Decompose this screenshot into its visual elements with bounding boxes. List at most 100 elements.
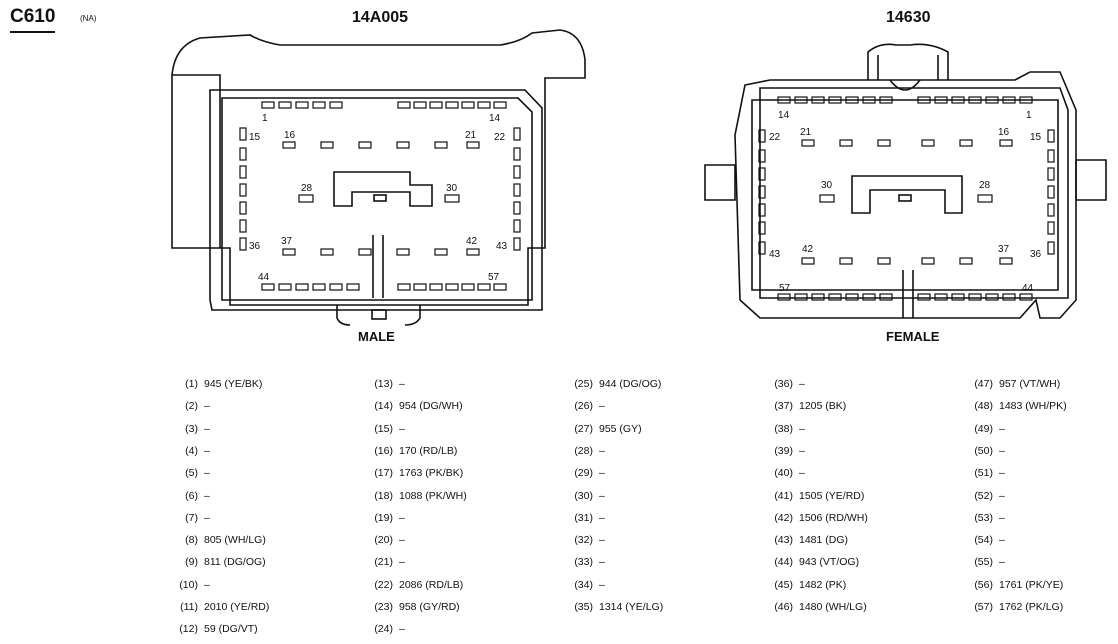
pin-cavity [794,96,808,104]
pin-circuit: – [204,422,210,435]
pin-circuit: 958 (GY/RD) [399,601,460,613]
pin-number: (11) [180,601,198,613]
pin-number: (51) [974,467,993,480]
pin-row: (10)– [170,579,210,591]
pin-cavity [434,248,448,256]
pin-circuit: – [204,467,210,480]
pin-row: (34)– [565,579,605,591]
pin-circuit: – [204,578,210,591]
pin-cavity [959,139,973,147]
connector-diagram: 1 14 15 16 21 22 28 30 36 37 42 43 44 57… [171,29,1107,344]
pin-circuit: – [399,378,405,390]
pin-row: (43)1481 (DG) [765,534,848,546]
pin-circuit: 1205 (BK) [799,400,847,413]
pin-cavity [879,96,893,104]
pin-number: (10) [179,578,198,591]
pin-cavity [461,101,475,109]
pin-cavity [513,237,521,251]
pin-cavity [951,293,965,301]
pin-cavity [917,293,931,301]
pin-cavity [1047,241,1055,255]
pin-row: (47)957 (VT/WH) [965,378,1060,390]
pin-number: (7) [185,511,198,524]
pin-cavity [429,283,443,291]
pin-circuit: – [204,444,210,457]
pin-cavity [845,96,859,104]
right-pin-label: 21 [800,127,812,138]
pin-number: (23) [374,601,393,613]
pin-cavity [968,96,982,104]
pin-cavity [877,139,891,147]
pin-number: (8) [185,534,198,547]
pin-cavity [801,139,815,147]
pin-row: (55)– [965,556,1005,568]
pin-number: (55) [974,556,993,569]
pin-row: (11)2010 (YE/RD) [170,601,269,613]
right-pin-label: 1 [1026,110,1032,121]
pin-number: (41) [774,489,793,502]
pin-row: (16)170 (RD/LB) [365,445,457,457]
pin-circuit: 945 (YE/BK) [204,378,263,390]
pin-row: (42)1506 (RD/WH) [765,512,868,524]
pin-cavity [999,257,1013,265]
pin-circuit: – [399,422,405,435]
pin-circuit: – [599,578,605,591]
right-pin-label: 22 [769,132,781,143]
pin-circuit: – [399,556,405,569]
pin-row: (8)805 (WH/LG) [170,534,266,546]
left-pin-label: 43 [496,241,508,252]
pin-cavity [320,248,334,256]
pin-cavity [261,101,275,109]
pin-circuit: – [999,534,1005,547]
pin-cavity [811,96,825,104]
pin-circuit: 1762 (PK/LG) [999,601,1064,613]
pin-number: (39) [774,444,793,457]
left-pin-label: 30 [446,183,458,194]
pin-cavity [477,101,491,109]
pin-cavity [1019,96,1033,104]
pin-cavity [278,283,292,291]
pin-circuit: – [599,467,605,480]
pin-number: (22) [374,578,393,591]
pin-circuit: – [799,378,805,390]
pin-cavity [811,293,825,301]
pin-cavity [239,201,247,215]
pin-cavity [758,149,766,163]
pin-cavity [282,248,296,256]
pin-row: (29)– [565,467,605,479]
pin-circuit: 2086 (RD/LB) [399,578,464,591]
pin-cavity [999,139,1013,147]
pin-cavity [358,141,372,149]
pin-row: (41)1505 (YE/RD) [765,490,864,502]
pin-row: (40)– [765,467,805,479]
pin-cavity [959,257,973,265]
pin-cavity [513,201,521,215]
pin-circuit: 954 (DG/WH) [399,400,463,413]
pin-number: (5) [185,467,198,480]
pin-cavity [298,194,314,203]
pin-cavity [239,147,247,161]
right-pin-label: 15 [1030,132,1042,143]
pin-row: (48)1483 (WH/PK) [965,400,1066,412]
pin-number: (4) [185,444,198,457]
connector-note: (NA) [80,14,97,23]
pin-cavity [513,147,521,161]
pin-row: (7)– [170,512,210,524]
left-part-number: 14A005 [352,9,409,26]
pin-number: (16) [374,444,393,457]
pin-row: (23) 958 (GY/RD) [365,601,460,613]
pin-row: (28)– [565,445,605,457]
pin-circuit: – [599,534,605,547]
pin-cavity [1019,293,1033,301]
pin-row: (31)– [565,512,605,524]
pin-circuit: – [799,467,805,480]
pin-row: (56)1761 (PK/YE) [965,579,1063,591]
right-pin-label: 37 [998,244,1010,255]
pin-row: (21)– [365,556,405,568]
left-pin-label: 44 [258,272,270,283]
left-pin-label: 22 [494,132,506,143]
right-pin-label: 28 [979,180,991,191]
pin-number: (31) [574,511,593,524]
pin-circuit: – [999,422,1005,435]
left-pin-label: 1 [262,113,268,124]
